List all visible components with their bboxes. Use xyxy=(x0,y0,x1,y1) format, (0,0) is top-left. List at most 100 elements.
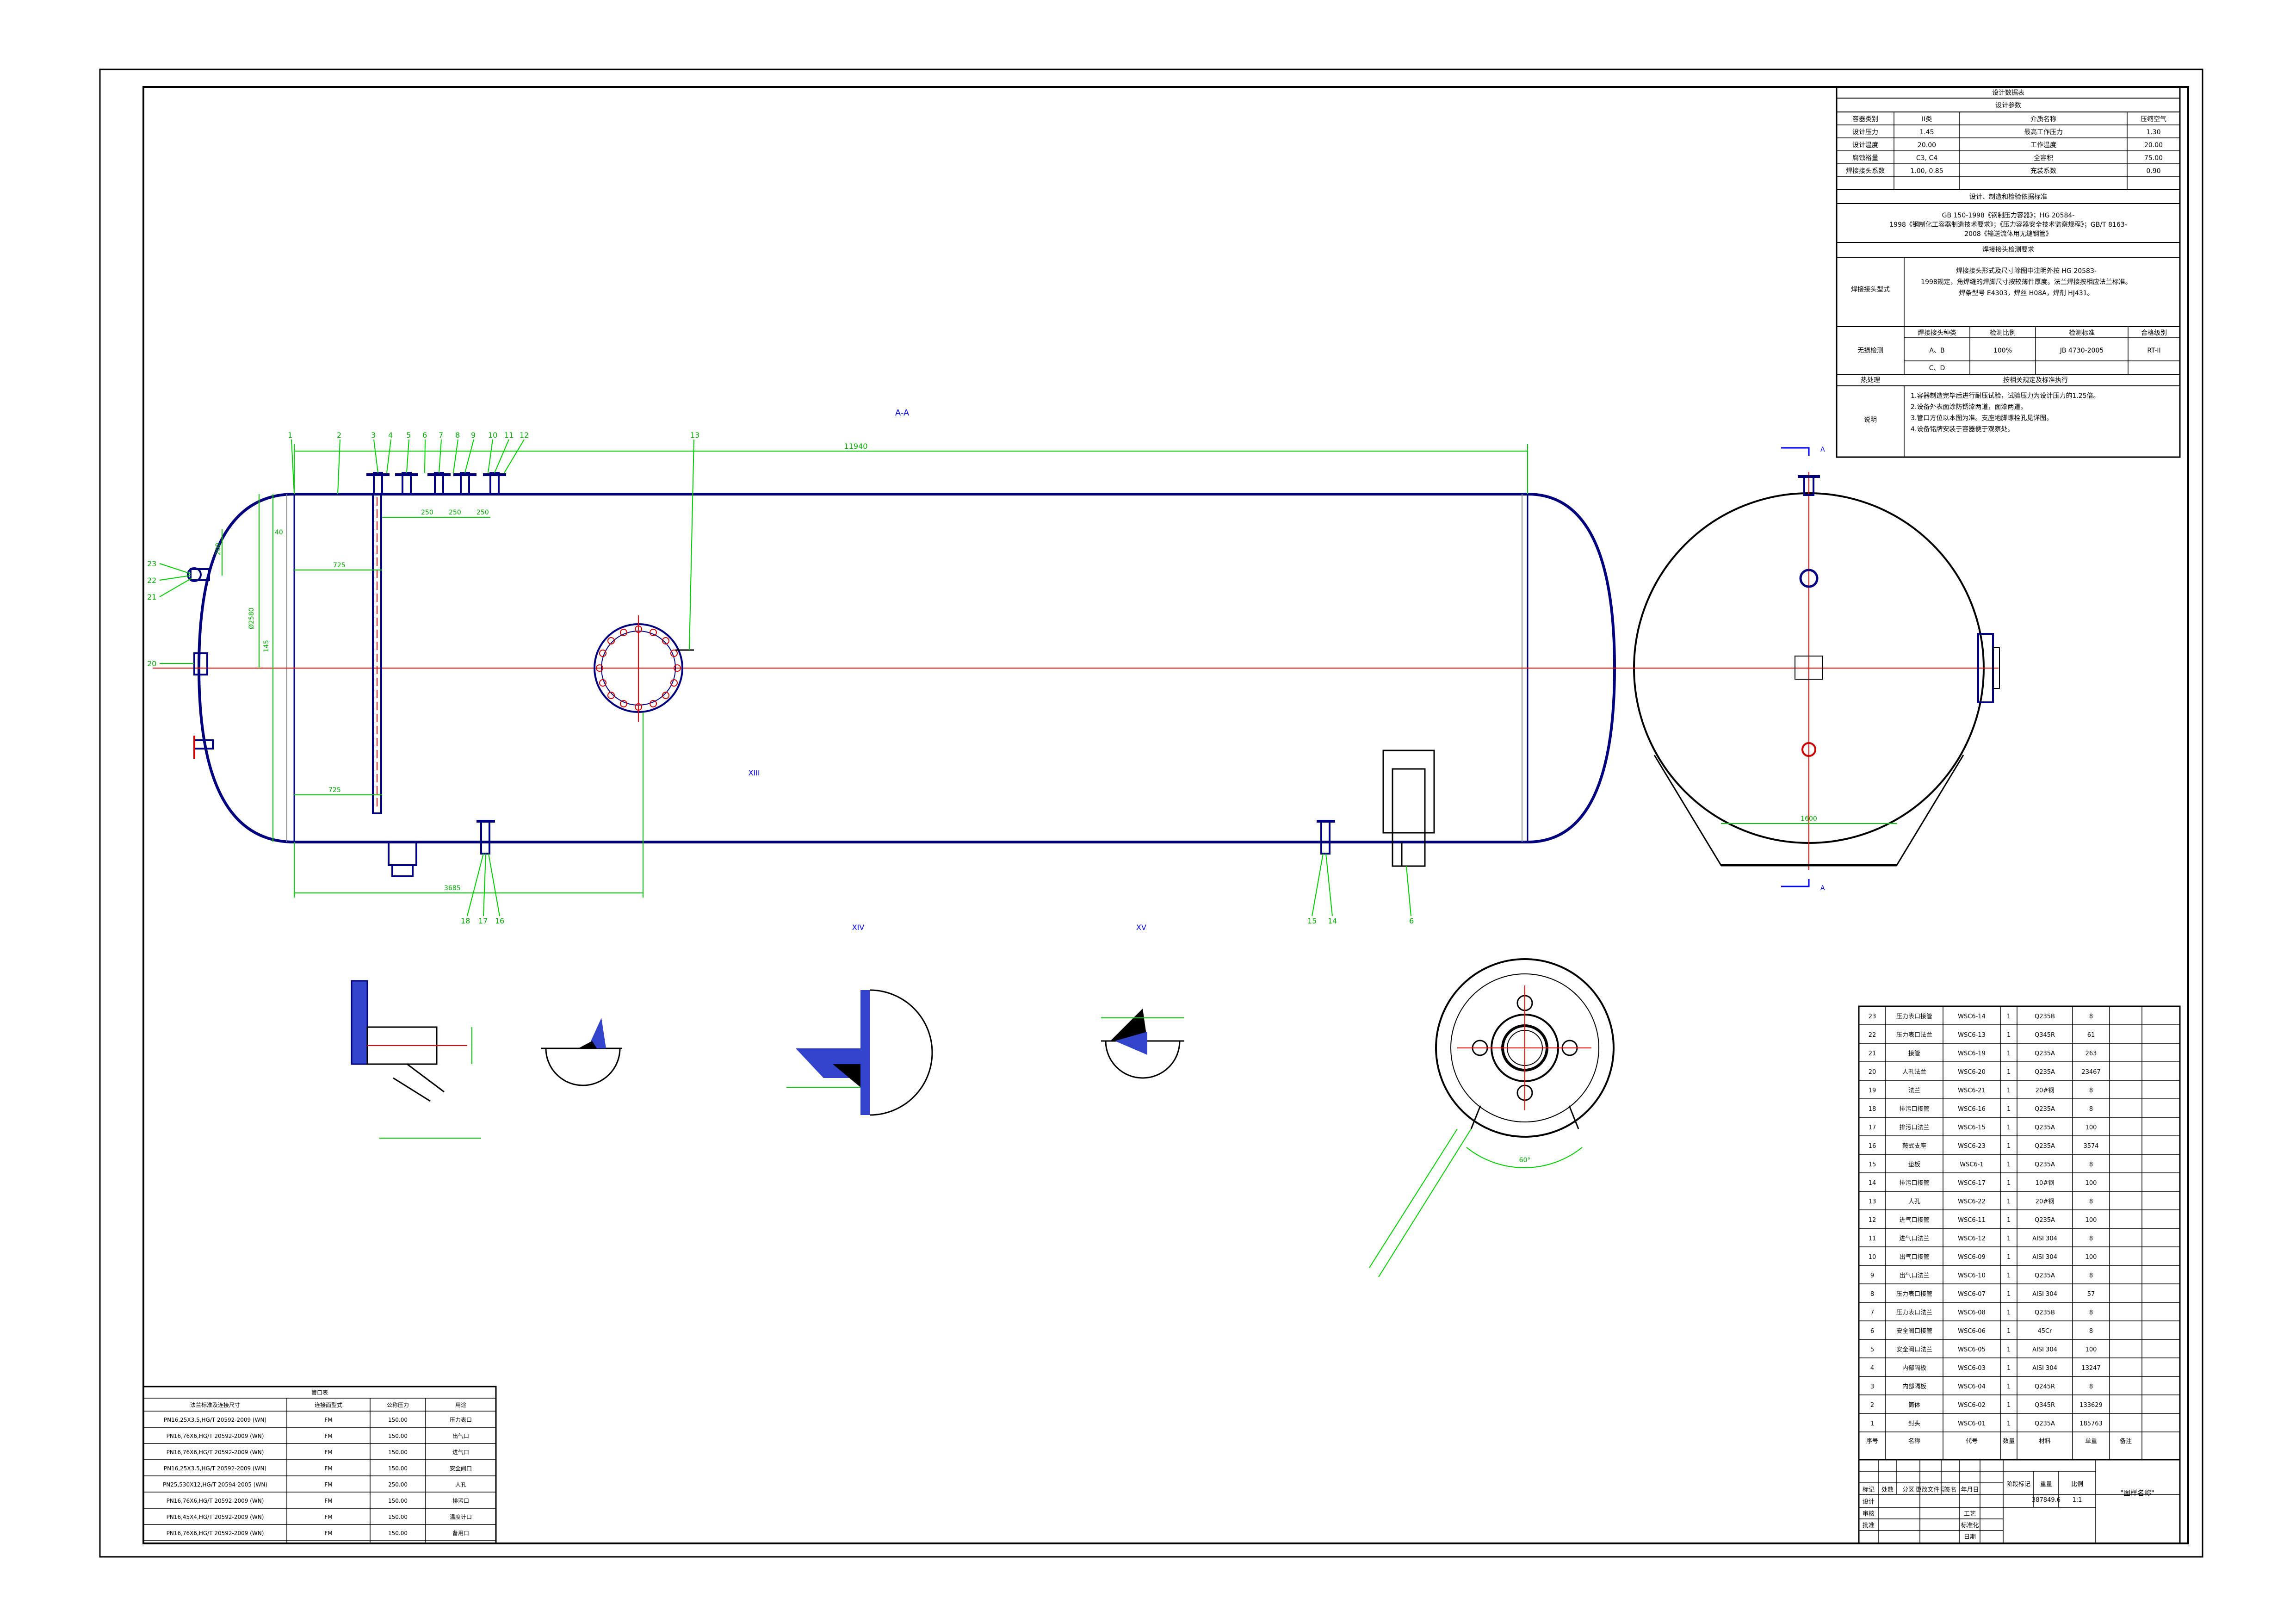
parts-cell: 61 xyxy=(2087,1032,2095,1039)
parts-cell: WSC6-17 xyxy=(1958,1180,1986,1187)
svg-text:无损检测: 无损检测 xyxy=(1857,347,1883,354)
svg-text:说明: 说明 xyxy=(1864,416,1877,424)
parts-cell: Q235A xyxy=(2035,1069,2055,1076)
svg-text:12: 12 xyxy=(520,431,529,440)
parts-cell: 100 xyxy=(2086,1180,2097,1187)
parts-cell: WSC6-23 xyxy=(1958,1143,1986,1150)
inner-border xyxy=(142,86,2189,1544)
flange-table: 管口表 法兰标准及连接尺寸 连接面型式 公称压力 用途 PN16,25X3.5,… xyxy=(142,1386,497,1544)
parts-header: 单重 xyxy=(2085,1437,2097,1445)
svg-text:8: 8 xyxy=(455,431,460,440)
flange-cell: PN16,25X3.5,HG/T 20592-2009 (WN) xyxy=(164,1465,266,1472)
svg-text:20.00: 20.00 xyxy=(2144,142,2163,149)
flange-cell: 150.00 xyxy=(388,1530,408,1536)
parts-cell: 1 xyxy=(2007,1383,2011,1390)
parts-grid xyxy=(1885,1006,2142,1460)
dim-nozzle-spacing-1: 250 xyxy=(421,509,433,516)
parts-cell: 3 xyxy=(1870,1383,1874,1390)
parts-cell: 进气口法兰 xyxy=(1899,1235,1929,1242)
svg-text:3.管口方位以本图为准。支座地脚螺栓孔见详图。: 3.管口方位以本图为准。支座地脚螺栓孔见详图。 xyxy=(1911,415,2053,422)
parts-cell: 20#钢 xyxy=(2036,1198,2054,1205)
flange-cell: FM xyxy=(324,1433,332,1439)
parts-cell: 8 xyxy=(2089,1272,2093,1279)
svg-text:1:1: 1:1 xyxy=(2073,1497,2082,1504)
parts-cell: 出气口接管 xyxy=(1899,1253,1929,1261)
parts-cell: WSC6-04 xyxy=(1958,1383,1986,1390)
parts-cell: 15 xyxy=(1869,1161,1876,1168)
parts-cell: 17 xyxy=(1869,1124,1876,1131)
top-nozzles xyxy=(366,472,506,495)
svg-text:批准: 批准 xyxy=(1863,1522,1875,1529)
svg-text:签名: 签名 xyxy=(1944,1486,1956,1493)
bottom-nozzle-1 xyxy=(388,841,417,866)
flange-cell: 150.00 xyxy=(388,1514,408,1520)
parts-cell: 1 xyxy=(2007,1346,2011,1353)
svg-text:2008《输送流体用无缝钢管》: 2008《输送流体用无缝钢管》 xyxy=(1964,230,2052,238)
side-center-mark xyxy=(1795,656,1823,680)
design-data-table: 设计数据表 设计参数 容器类别 II类 介质名称 压缩空气 设计压力 1.45 … xyxy=(1836,86,2181,458)
svg-text:1998规定，角焊缝的焊脚尺寸按较薄件厚度。法兰焊接按相应法: 1998规定，角焊缝的焊脚尺寸按较薄件厚度。法兰焊接按相应法兰标准。 xyxy=(1921,278,2132,286)
parts-header: 备注 xyxy=(2120,1437,2132,1445)
parts-cell: 23467 xyxy=(2081,1069,2100,1076)
svg-text:20: 20 xyxy=(147,659,156,668)
svg-text:4: 4 xyxy=(388,431,393,440)
flange-cell: 压力表口 xyxy=(450,1417,472,1423)
svg-text:公称压力: 公称压力 xyxy=(387,1402,409,1408)
svg-text:6: 6 xyxy=(422,431,427,440)
parts-cell: 进气口接管 xyxy=(1899,1216,1929,1224)
svg-text:焊接接头型式: 焊接接头型式 xyxy=(1851,285,1890,293)
svg-text:连接面型式: 连接面型式 xyxy=(315,1401,342,1408)
parts-cell: 185763 xyxy=(2079,1420,2103,1427)
svg-text:设计压力: 设计压力 xyxy=(1852,129,1878,136)
svg-text:JB 4730-2005: JB 4730-2005 xyxy=(2060,347,2104,354)
svg-text:腐蚀裕量: 腐蚀裕量 xyxy=(1852,154,1878,162)
parts-cell: 1 xyxy=(2007,1143,2011,1150)
parts-cell: 3574 xyxy=(2083,1143,2098,1150)
parts-cell: WSC6-10 xyxy=(1958,1272,1986,1279)
detail-weld-small xyxy=(541,1018,622,1086)
parts-cell: WSC6-05 xyxy=(1958,1346,1986,1353)
parts-cell: WSC6-22 xyxy=(1958,1198,1986,1205)
parts-cell: 45Cr xyxy=(2038,1328,2053,1335)
svg-text:介质名称: 介质名称 xyxy=(2030,116,2056,123)
svg-text:年月日: 年月日 xyxy=(1961,1487,1979,1493)
design-data-rows: 容器类别 II类 介质名称 压缩空气 设计压力 1.45 最高工作压力 1.30… xyxy=(1837,112,2180,190)
parts-cell: 20 xyxy=(1869,1069,1876,1076)
parts-cell: 筒体 xyxy=(1908,1401,1920,1409)
parts-cell: 20#钢 xyxy=(2036,1087,2054,1094)
dim-overall-length: 11940 xyxy=(844,442,868,451)
svg-text:焊接接头形式及尺寸除图中注明外按 HG 20583-: 焊接接头形式及尺寸除图中注明外按 HG 20583- xyxy=(1956,267,2097,275)
parts-cell: 排污口接管 xyxy=(1899,1105,1929,1113)
svg-text:A、B: A、B xyxy=(1929,347,1944,354)
parts-cell: Q235A xyxy=(2035,1217,2055,1224)
parts-cell: 8 xyxy=(2089,1328,2093,1335)
parts-cell: AISI 304 xyxy=(2032,1346,2057,1353)
flange-cell: PN25,530X12,HG/T 20594-2005 (WN) xyxy=(163,1481,267,1488)
svg-text:日期: 日期 xyxy=(1964,1534,1976,1541)
dim-725-bottom: 725 xyxy=(328,787,341,794)
svg-text:焊接接头检测要求: 焊接接头检测要求 xyxy=(1982,246,2034,254)
svg-text:设计参数: 设计参数 xyxy=(1995,101,2021,109)
detail-ref-xv: XV xyxy=(1136,923,1146,932)
dim-nozzle-spacing-2: 250 xyxy=(449,509,461,516)
dim-diameter: Ø2580 xyxy=(248,607,255,629)
drawing-name: "图样名称" xyxy=(2120,1489,2154,1497)
svg-text:法兰标准及连接尺寸: 法兰标准及连接尺寸 xyxy=(190,1401,240,1408)
side-nozzle-upper xyxy=(1799,569,1819,588)
parts-cell: 1 xyxy=(2007,1050,2011,1057)
parts-cell: 1 xyxy=(2007,1069,2011,1076)
bottom-nozzles xyxy=(388,820,1335,877)
parts-cell: 18 xyxy=(1869,1106,1876,1113)
svg-text:A: A xyxy=(1820,446,1825,453)
svg-text:11: 11 xyxy=(504,431,514,440)
parts-header: 序号 xyxy=(1866,1438,1878,1445)
svg-text:17: 17 xyxy=(478,917,488,925)
flange-cell: FM xyxy=(324,1498,332,1504)
svg-text:22: 22 xyxy=(147,576,156,585)
parts-cell: 1 xyxy=(2007,1328,2011,1335)
flange-cell: 安全阀口 xyxy=(450,1465,472,1472)
svg-text:4.设备铭牌安装于容器便于观察处。: 4.设备铭牌安装于容器便于观察处。 xyxy=(1911,425,2014,433)
parts-cell: 人孔法兰 xyxy=(1902,1069,1926,1076)
parts-cell: Q235A xyxy=(2035,1143,2055,1150)
